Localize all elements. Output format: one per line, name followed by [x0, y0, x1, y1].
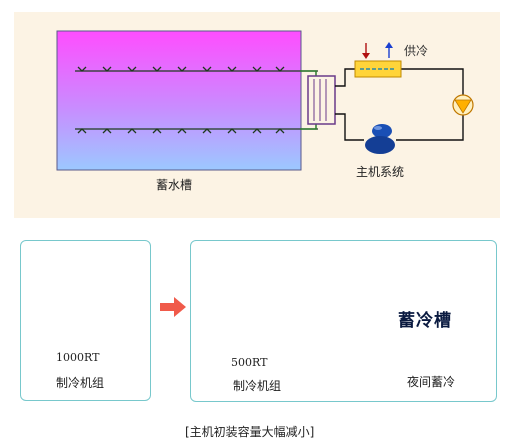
before-panel [20, 240, 151, 401]
upper-diffuser-pipe [75, 66, 318, 72]
chiller-unit-icon [365, 124, 395, 154]
plate-heat-exchanger [307, 75, 336, 125]
footer-caption: [主机初装容量大幅减小] [185, 425, 315, 439]
after-capacity: 500RT [231, 356, 268, 369]
pump-icon [452, 94, 474, 116]
storage-tank [56, 30, 302, 171]
supply-arrow [385, 42, 393, 58]
storage-caption: 夜间蓄冷 [407, 375, 456, 389]
after-machine-name: 制冷机组 [233, 379, 282, 393]
main-system-label: 主机系统 [356, 165, 405, 179]
after-panel [190, 240, 497, 402]
before-capacity: 1000RT [56, 351, 100, 364]
storage-tank-label: 蓄水槽 [156, 178, 193, 192]
chilled-water-loop [335, 68, 464, 141]
storage-box-label: 蓄冷槽 [398, 311, 452, 331]
cooling-coil [354, 60, 402, 78]
supply-label: 供冷 [404, 44, 429, 58]
lower-diffuser-pipe [75, 128, 318, 134]
return-arrow [362, 43, 370, 59]
right-arrow-icon [160, 297, 186, 317]
before-machine-name: 制冷机组 [56, 376, 105, 390]
